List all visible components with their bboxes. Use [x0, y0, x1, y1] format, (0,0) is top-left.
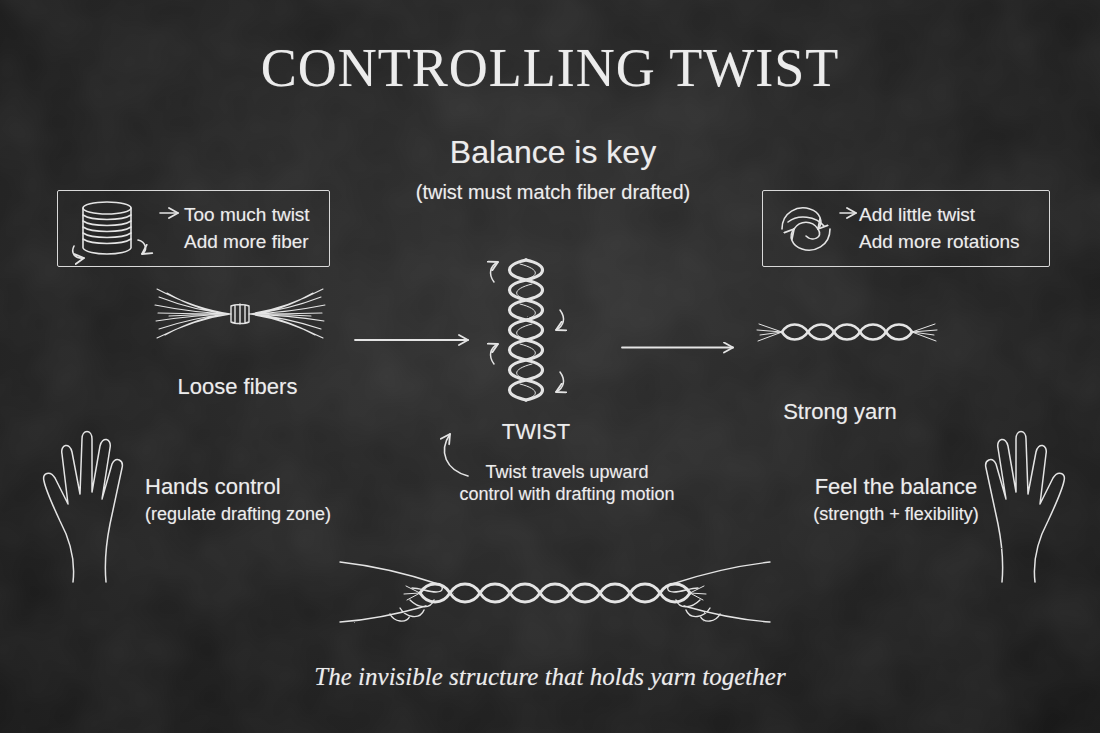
tip-text: Add little twist: [859, 201, 1043, 228]
hands-holding-yarn: [340, 548, 770, 643]
loose-fibers-drawing: [155, 283, 325, 345]
stage-node: Loose fibers: [150, 280, 325, 400]
subtitle: Balance is key: [303, 133, 803, 171]
stage-label: TWIST: [502, 419, 570, 445]
strong-yarn-drawing: [757, 316, 937, 348]
tip-box: Add little twistAdd more rotations: [762, 190, 1050, 267]
curved-arrow: [444, 434, 468, 476]
tip-text: Too much twist: [184, 201, 323, 228]
note-text: Twist travels upward control with drafti…: [458, 462, 677, 505]
flow-arrow: [622, 347, 733, 349]
side-note: (regulate drafting zone): [145, 504, 405, 526]
tip-text: Add more fiber: [184, 228, 323, 255]
hand-drawing: [38, 424, 133, 584]
twist-coil-drawing: [484, 252, 569, 412]
stage-node: TWIST: [480, 250, 592, 445]
subtitle-note: (twist must match fiber drafted): [303, 180, 803, 204]
flow-arrow: [355, 339, 468, 341]
side-note: (strength + flexibility): [766, 504, 1026, 526]
stage-label: Strong yarn: [783, 399, 897, 425]
hand-drawing: [975, 424, 1070, 584]
side-heading: Hands control: [145, 474, 405, 500]
side-heading: Feel the balance: [766, 474, 1026, 500]
stage-node: Strong yarn: [745, 300, 935, 425]
diagram-caption: The invisible structure that holds yarn …: [0, 662, 1100, 692]
diagram-title: CONTROLLING TWIST: [0, 36, 1100, 101]
rotation-icon: [768, 196, 863, 262]
tip-box: Too much twistAdd more fiber: [57, 190, 330, 267]
spool-icon: [62, 196, 182, 262]
stage-label: Loose fibers: [178, 374, 298, 400]
tip-text: Add more rotations: [859, 228, 1043, 255]
